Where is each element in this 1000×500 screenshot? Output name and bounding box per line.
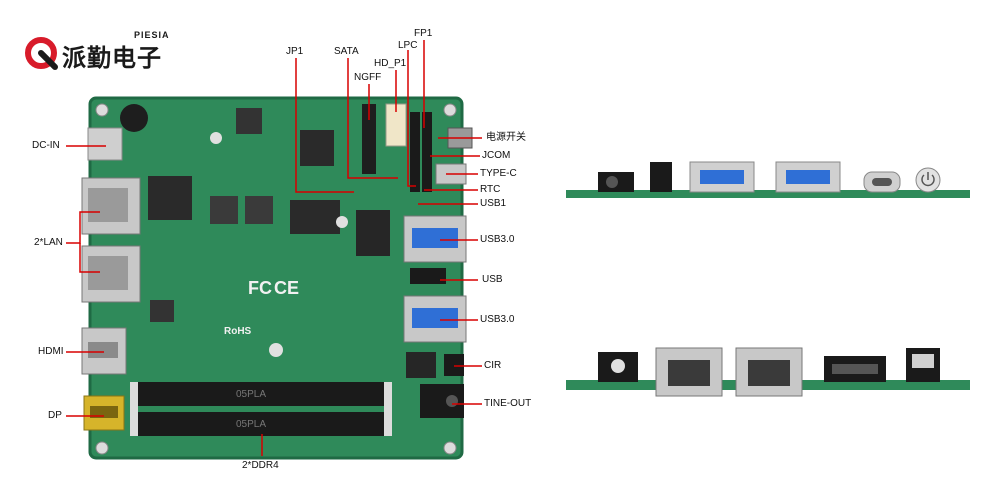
power-icon <box>921 172 935 187</box>
label-lpc: LPC <box>398 40 418 51</box>
label-sata: SATA <box>334 46 359 57</box>
ddr-slot-label-1: 05PLA <box>236 389 267 400</box>
brand-name-en: PIESIA <box>134 30 170 40</box>
side-view-top <box>566 161 970 198</box>
brand-name-cn: 派勤电子 <box>62 45 162 72</box>
lpc-header <box>410 112 420 192</box>
label-usb1: USB1 <box>480 198 507 209</box>
ddr-slot-label-2: 05PLA <box>236 419 267 430</box>
label-hdmi: HDMI <box>38 346 64 357</box>
leader-lines <box>66 40 482 456</box>
label-jp1: JP1 <box>286 46 304 57</box>
label-usb: USB <box>482 274 503 285</box>
label-ddr4: 2*DDR4 <box>242 460 279 471</box>
dc-in-jack <box>87 127 123 161</box>
label-hd-p1: HD_P1 <box>374 58 407 69</box>
fp1-header <box>422 112 432 192</box>
label-fp1: FP1 <box>414 28 433 39</box>
ngff-slot <box>362 104 376 174</box>
label-jcom: JCOM <box>482 150 511 161</box>
label-usb30-b: USB3.0 <box>480 314 515 325</box>
cir-receiver <box>444 354 464 376</box>
side-view-bottom <box>566 347 970 397</box>
usb-header <box>410 268 446 284</box>
label-cir: CIR <box>484 360 502 371</box>
ddr4-slot-2 <box>130 412 392 436</box>
piesia-q-logo-icon <box>25 37 58 70</box>
label-dp: DP <box>48 410 62 421</box>
label-power-switch: 电源开关 <box>486 132 526 143</box>
label-ngff: NGFF <box>354 72 382 83</box>
brand-logo-block: PIESIA 派勤电子 <box>24 30 184 80</box>
ce-mark: CE <box>274 278 300 298</box>
label-line-out: TINE-OUT <box>484 398 532 409</box>
label-dc-in: DC-IN <box>32 140 60 151</box>
label-usb30-a: USB3.0 <box>480 234 515 245</box>
label-type-c: TYPE-C <box>480 168 517 179</box>
label-lan: 2*LAN <box>34 237 63 248</box>
label-rtc: RTC <box>480 184 501 195</box>
fcc-mark: FC <box>248 278 272 298</box>
ddr4-slot-1 <box>130 382 392 406</box>
rohs-mark: RoHS <box>224 326 252 337</box>
